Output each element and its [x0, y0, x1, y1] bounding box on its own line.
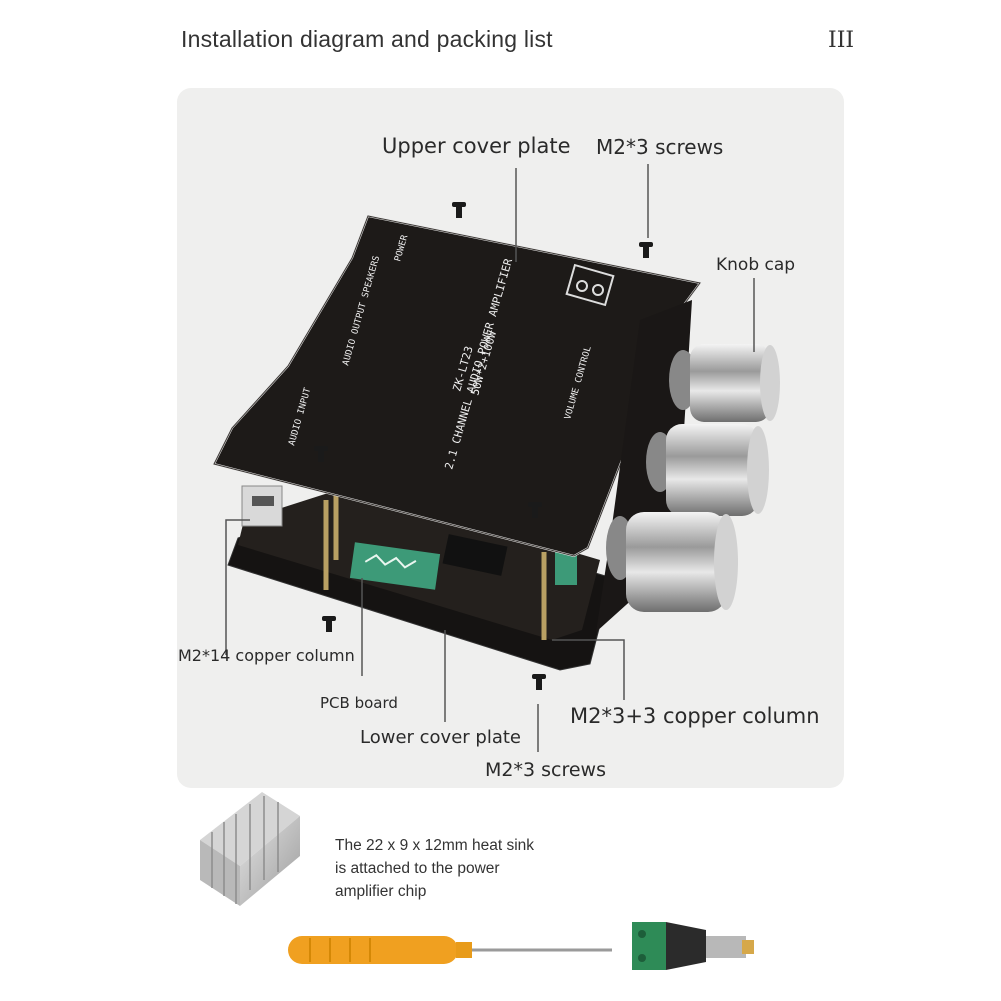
label-m2x14-copper-column: M2*14 copper column: [178, 646, 355, 665]
label-m2x3-screws-top: M2*3 screws: [596, 135, 724, 159]
screwdriver: [288, 936, 612, 964]
page-marker: III: [828, 28, 855, 53]
label-m2x3-3-copper-column: M2*3+3 copper column: [570, 704, 820, 728]
knob-caps: [606, 344, 780, 612]
heat-sink-note-line2: is attached to the power: [335, 860, 500, 877]
heat-sink-note-line1: The 22 x 9 x 12mm heat sink: [335, 837, 535, 854]
label-m2x3-screws-bottom: M2*3 screws: [485, 759, 606, 781]
page-title: Installation diagram and packing list: [181, 26, 553, 52]
knob-bass: [669, 344, 780, 422]
leader-lines: [225, 164, 755, 752]
label-knob-cap: Knob cap: [716, 255, 796, 275]
label-pcb-board: PCB board: [320, 694, 398, 712]
bluetooth-module: [349, 542, 441, 590]
knob-main: [646, 424, 769, 516]
heat-sink: [200, 792, 300, 906]
dc-connector: [632, 922, 754, 970]
label-lower-cover-plate: Lower cover plate: [360, 727, 521, 748]
heat-sink-note: The 22 x 9 x 12mm heat sink is attached …: [335, 834, 575, 903]
knob-full: [606, 512, 738, 612]
heat-sink-note-line3: amplifier chip: [335, 883, 427, 900]
screws: [314, 202, 653, 690]
label-upper-cover-plate: Upper cover plate: [382, 134, 571, 158]
